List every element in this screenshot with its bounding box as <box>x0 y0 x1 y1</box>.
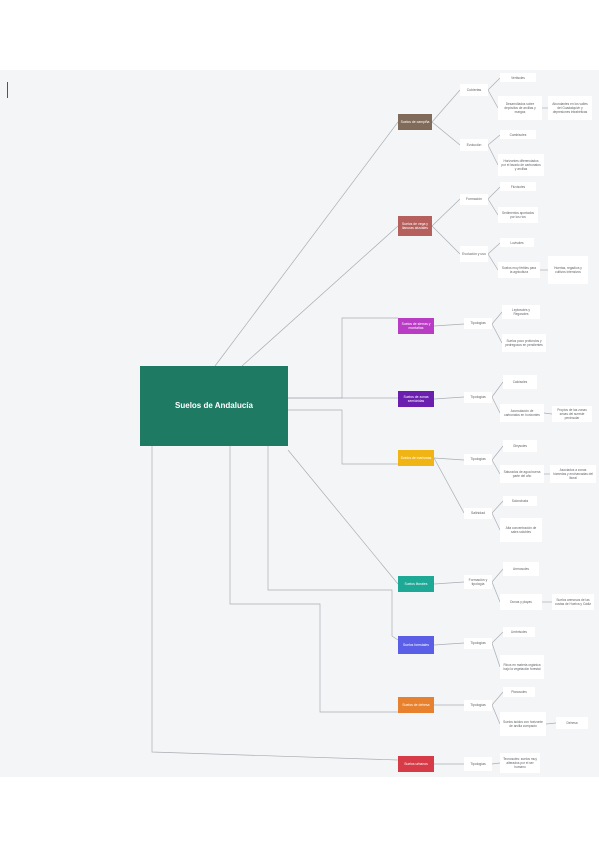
category-node[interactable]: Suelos de campiña <box>398 114 432 130</box>
connector-line <box>491 581 501 603</box>
connector-line <box>543 412 553 415</box>
category-node[interactable]: Suelos de dehesa <box>398 697 434 713</box>
connector-line <box>431 225 461 255</box>
connector-line <box>487 144 499 166</box>
leaf-node[interactable]: Dunas y playas <box>500 594 542 610</box>
connector-line <box>433 457 465 514</box>
connector-line <box>491 512 501 531</box>
detail-node[interactable]: Propios de las zonas secas del sureste p… <box>552 406 592 422</box>
leaf-node[interactable]: Calcisoles <box>503 375 537 389</box>
connector-line <box>491 500 504 514</box>
category-node[interactable]: Suelos de zonas semiáridas <box>398 391 434 407</box>
connector-line <box>491 704 501 725</box>
leaf-node[interactable]: Saturados de agua buena parte del año <box>500 465 544 483</box>
connector-line <box>431 121 461 146</box>
category-node[interactable]: Suelos forestales <box>398 636 434 654</box>
connector-line <box>288 317 398 399</box>
connector-line <box>491 691 504 706</box>
connector-line <box>288 409 398 465</box>
leaf-node[interactable]: Leptosoles y Regosoles <box>502 305 540 319</box>
connector-line <box>487 198 499 216</box>
connector-line <box>431 198 461 227</box>
detail-node[interactable]: Asociados a zonas húmedas y encharcadas … <box>550 465 596 483</box>
connector-line <box>491 642 501 668</box>
connector-line <box>487 186 501 200</box>
category-node[interactable]: Suelos de vega y llanuras aluviales <box>398 216 432 236</box>
leaf-node[interactable]: Vertisoles <box>500 73 536 82</box>
connector-line <box>433 581 465 585</box>
category-node[interactable]: Suelos urbanos <box>398 756 434 772</box>
leaf-node[interactable]: Horizontes diferenciados por el lavado d… <box>498 154 544 176</box>
leaf-node[interactable]: Sedimentos aportados por los ríos <box>498 207 538 223</box>
subtopic-node[interactable]: Tipologías <box>464 757 492 771</box>
leaf-node[interactable]: Suelos poco profundos y pedregosos en pe… <box>502 334 546 352</box>
connector-line <box>433 323 465 327</box>
category-node[interactable]: Suelos de sierras y montañas <box>398 318 434 334</box>
connector-line <box>491 396 501 414</box>
category-node[interactable]: Suelos de marismas <box>398 450 434 466</box>
leaf-node[interactable]: Arenosoles <box>503 562 539 576</box>
connector-line <box>487 242 501 255</box>
detail-node[interactable]: Abundantes en los valles del Guadalquivi… <box>548 96 592 120</box>
leaf-node[interactable]: Suelos ácidos con horizonte de arcilla c… <box>500 712 546 736</box>
text-cursor <box>7 82 8 98</box>
leaf-node[interactable]: Alta concentración de sales solubles <box>500 518 542 542</box>
detail-node[interactable]: Huertas, regadíos y cultivos intensivos <box>548 256 588 284</box>
connector-line <box>545 722 557 725</box>
leaf-node[interactable]: Luvisoles <box>500 238 534 247</box>
connector-line <box>431 89 461 123</box>
leaf-node[interactable]: Tecnosoles: suelos muy alterados por el … <box>500 753 540 773</box>
leaf-node[interactable]: Ricos en materia orgánica bajo la vegeta… <box>500 655 544 679</box>
leaf-node[interactable]: Planosoles <box>503 687 535 697</box>
subtopic-node[interactable]: Evolución <box>460 139 488 151</box>
subtopic-node[interactable]: Cubiertas <box>460 84 488 96</box>
connector-line <box>491 381 504 398</box>
connector-line <box>487 134 501 146</box>
leaf-node[interactable]: Cambisoles <box>500 130 536 139</box>
connector-line <box>267 446 399 641</box>
subtopic-node[interactable]: Evolución y uso <box>460 246 488 262</box>
connector-line <box>287 449 399 585</box>
leaf-node[interactable]: Solonchaks <box>503 496 537 506</box>
connector-line <box>433 457 465 461</box>
connector-line <box>491 631 504 644</box>
connector-line <box>491 445 504 461</box>
connector-line <box>487 89 499 109</box>
connector-line <box>487 253 499 271</box>
leaf-node[interactable]: Acumulación de carbonatos en horizontes <box>500 404 544 422</box>
connector-line <box>491 323 503 344</box>
detail-node[interactable]: Suelos arenosos de las costas de Huelva … <box>552 594 594 610</box>
connector-line <box>229 446 398 713</box>
leaf-node[interactable]: Suelos muy fértiles para la agricultura <box>498 262 540 278</box>
connector-line <box>433 396 465 400</box>
leaf-node[interactable]: Fluvisoles <box>500 182 536 191</box>
connector-line <box>487 77 501 91</box>
subtopic-node[interactable]: Tipologías <box>464 392 492 403</box>
connector-line <box>491 311 503 325</box>
subtopic-node[interactable]: Formación <box>460 194 488 205</box>
subtopic-node[interactable]: Tipologías <box>464 638 492 649</box>
connector-line <box>433 642 465 646</box>
category-node[interactable]: Suelos litorales <box>398 576 434 592</box>
subtopic-node[interactable]: Tipologías <box>464 700 492 711</box>
connector-line <box>491 762 501 765</box>
leaf-node[interactable]: Gleysoles <box>503 440 537 452</box>
connector-line <box>214 121 399 367</box>
subtopic-node[interactable]: Formación y tipología <box>464 575 492 589</box>
detail-node[interactable]: Dehesa <box>556 717 588 729</box>
connector-line <box>491 568 504 583</box>
leaf-node[interactable]: Umbrisoles <box>503 627 535 637</box>
leaf-node[interactable]: Desarrollados sobre depósitos de arcilla… <box>498 96 542 120</box>
subtopic-node[interactable]: Tipologías <box>464 318 492 329</box>
connector-line <box>491 459 501 475</box>
subtopic-node[interactable]: Tipologías <box>464 454 492 465</box>
root-node[interactable]: Suelos de Andalucía <box>140 366 288 446</box>
subtopic-node[interactable]: Salinidad <box>464 508 492 519</box>
connector-line <box>241 225 399 367</box>
connector-line <box>151 446 399 761</box>
